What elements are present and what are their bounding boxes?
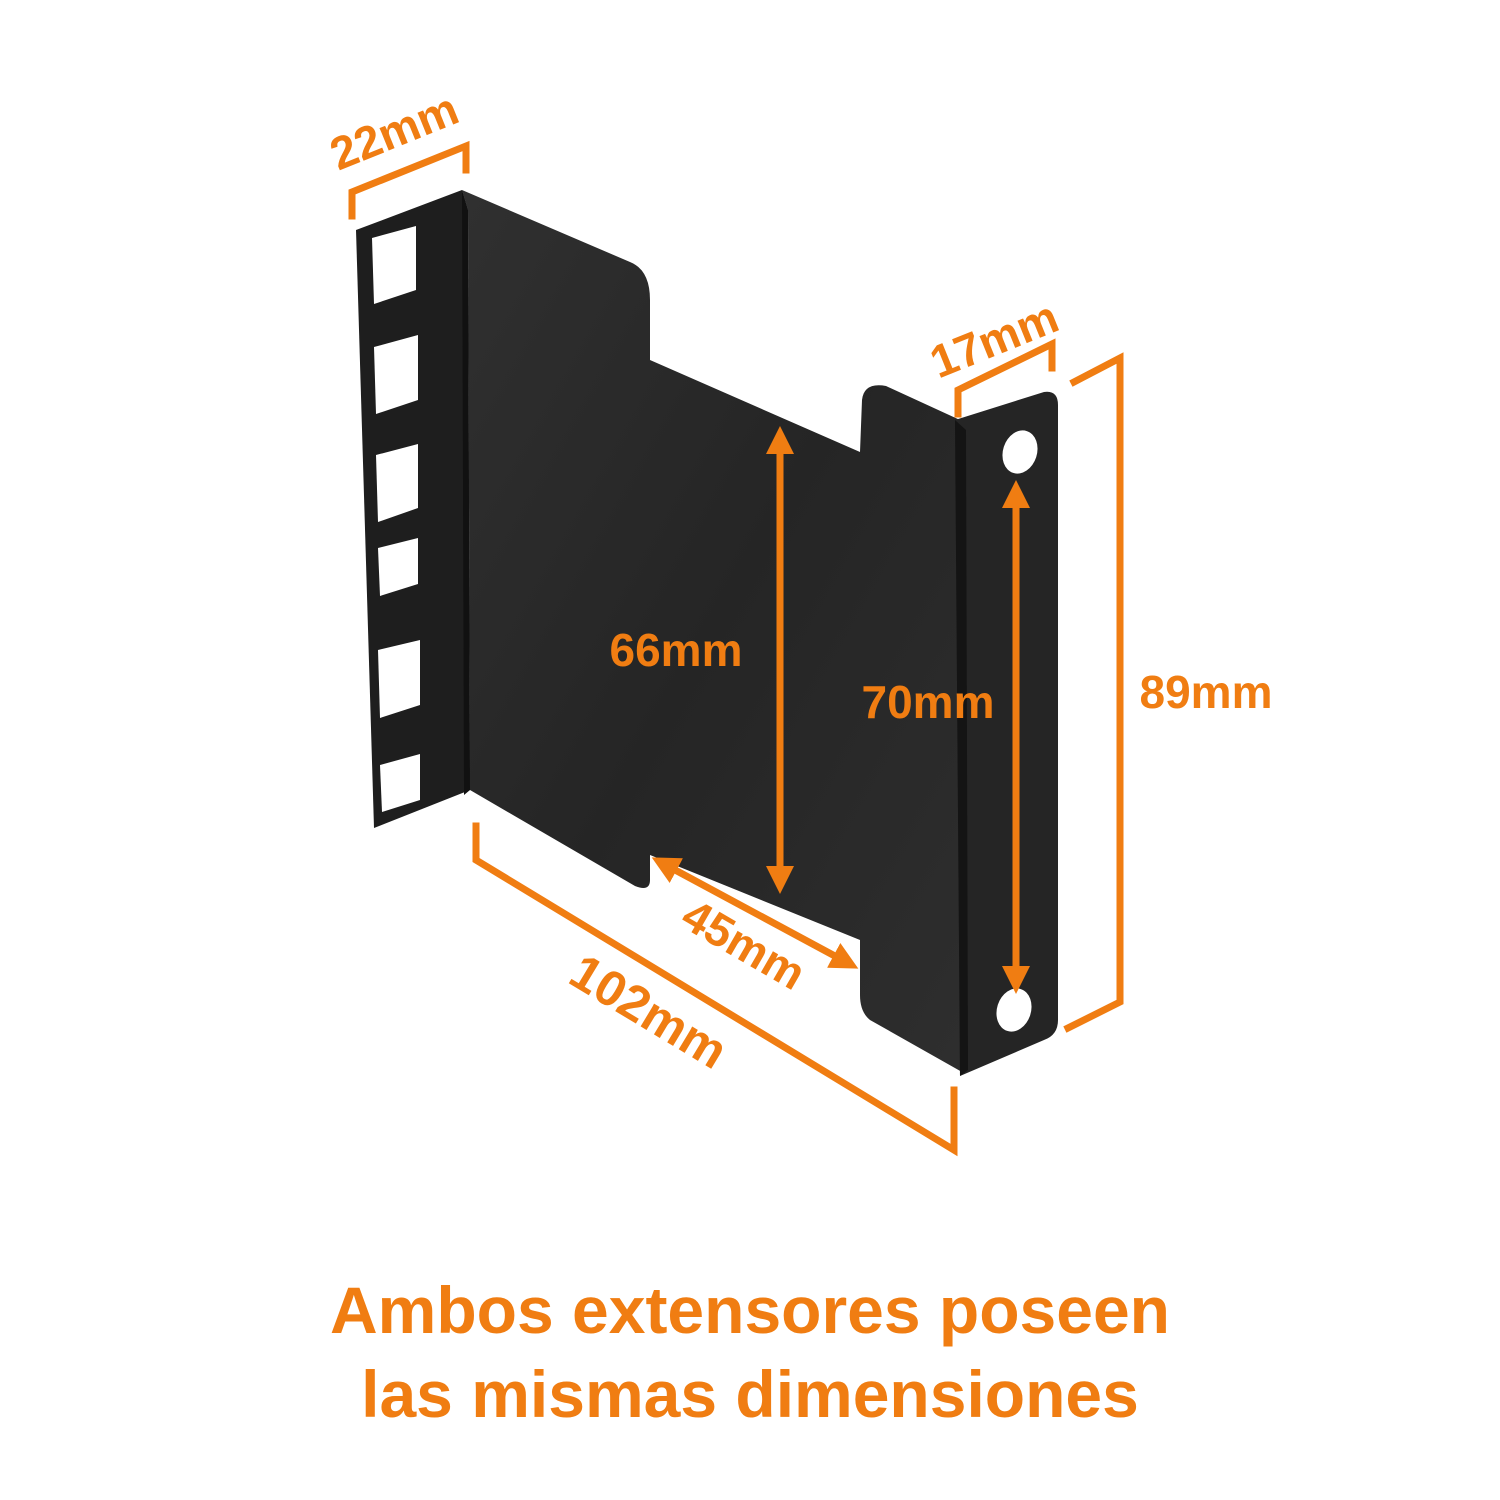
dimension-lines (348, 140, 1124, 1157)
label-22mm: 22mm (323, 82, 466, 180)
right-flange (955, 391, 1058, 1076)
dimension-arrows (651, 426, 1030, 994)
square-hole (378, 538, 418, 596)
right-bend-edge (955, 420, 968, 1076)
round-hole-top (1002, 430, 1038, 474)
main-plate (462, 190, 962, 1072)
dim-line-102mm (472, 822, 958, 1157)
label-89mm: 89mm (1140, 666, 1273, 718)
square-hole (378, 640, 420, 718)
round-hole-bottom (996, 988, 1032, 1032)
arrow-45mm (651, 857, 859, 969)
caption: Ambos extensores poseen las mismas dimen… (0, 1268, 1500, 1436)
square-hole (372, 226, 416, 304)
dim-line-22mm (348, 140, 470, 220)
left-bend-edge (462, 190, 470, 795)
dim-line-17mm (954, 338, 1056, 418)
square-hole (376, 444, 418, 522)
label-70mm: 70mm (862, 676, 995, 728)
square-holes (372, 226, 420, 812)
square-hole (380, 754, 420, 812)
square-hole (374, 335, 418, 414)
dim-line-89mm (1063, 352, 1124, 1033)
caption-line-2: las mismas dimensiones (361, 1357, 1139, 1431)
caption-line-1: Ambos extensores poseen (330, 1273, 1170, 1347)
label-66mm: 66mm (610, 624, 743, 676)
